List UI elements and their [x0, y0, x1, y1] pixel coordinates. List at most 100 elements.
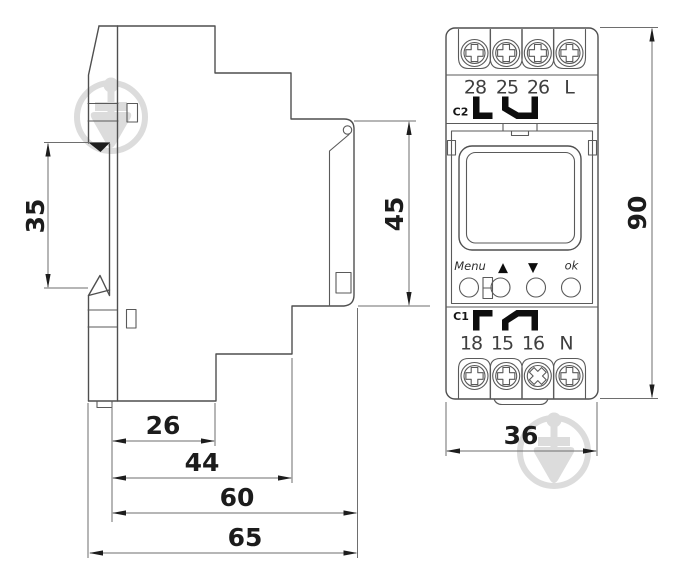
- dim-lines: [111, 403, 216, 522]
- lcd-display-screen: [465, 151, 576, 244]
- contact-symbol-icon: [502, 310, 538, 331]
- screw-terminal-icon: [492, 38, 521, 68]
- terminal-slot: [489, 357, 523, 400]
- front-flap-pivot-hole: [342, 125, 353, 135]
- contact-group-label: C1: [453, 310, 469, 323]
- terminal-slot: [521, 357, 555, 400]
- dim-arrow: [406, 121, 412, 135]
- dim-arrow: [649, 384, 655, 399]
- screw-terminal-icon: [523, 38, 552, 68]
- dim-arrow: [406, 292, 412, 306]
- screw-terminal-icon: [460, 361, 489, 391]
- terminal-block-top: [457, 28, 587, 70]
- dim-arrow: [112, 438, 126, 444]
- dim-arrow: [201, 438, 215, 444]
- dimension-45: 45: [354, 120, 430, 307]
- control-buttons: Menu ▲ ▼ ok: [454, 259, 582, 300]
- contact-symbol-icon: [502, 96, 538, 119]
- side-view-outline: [87, 25, 355, 402]
- watermark-drop: [533, 447, 575, 483]
- terminal-slot: [457, 28, 492, 70]
- dim-26-label: 26: [146, 411, 181, 440]
- dim-lines: [113, 308, 358, 558]
- front-view: 28 25 26 L C2 Menu ▲ ▼ ok C1 18: [445, 27, 599, 406]
- side-latch-left: [446, 139, 457, 156]
- dim-arrow: [446, 448, 460, 454]
- watermark-logo-icon: [74, 77, 148, 154]
- dimension-90: 90: [600, 27, 658, 399]
- dim-arrow: [45, 142, 51, 157]
- screw-terminal-icon: [492, 361, 521, 391]
- terminal-slot: [552, 357, 587, 400]
- terminal-slot: [489, 28, 523, 70]
- terminal-labels-top: 28 25 26 L C2: [453, 77, 576, 119]
- terminal-label: 16: [522, 333, 544, 355]
- side-latch-right: [587, 139, 598, 156]
- side-view: [87, 25, 355, 409]
- terminal-slot: [552, 28, 587, 70]
- rear-block-top-lines: [87, 102, 119, 122]
- terminal-label: 26: [527, 77, 549, 99]
- cover-latch-tab-inner: [510, 130, 530, 137]
- dim-arrow: [45, 274, 51, 288]
- screw-terminal-icon: [523, 361, 552, 391]
- dimensions: 35 45 26 44 60: [21, 27, 658, 558]
- screw-terminal-icon: [555, 38, 584, 68]
- dim-arrow: [112, 475, 126, 481]
- dim-35-label: 35: [21, 199, 50, 234]
- rear-latch-window-bottom: [125, 308, 137, 329]
- dim-arrow: [583, 448, 597, 454]
- dim-arrow: [649, 27, 655, 42]
- dimension-26: 26: [111, 403, 216, 522]
- dimension-65: 65: [87, 403, 358, 558]
- lcd-display-bezel: [458, 145, 582, 251]
- terminal-label: 25: [496, 77, 518, 99]
- dim-lines: [445, 402, 598, 456]
- terminal-label: N: [559, 333, 572, 355]
- terminal-label: 18: [460, 333, 482, 355]
- dim-lines: [600, 27, 658, 399]
- dim-60-label: 60: [220, 483, 255, 512]
- dimension-60: 60: [112, 308, 358, 558]
- front-flap-edge: [328, 133, 350, 307]
- watermark-crossbar: [95, 102, 127, 111]
- dim-36-label: 36: [504, 421, 539, 450]
- din-clip-bottom-spring: [87, 274, 111, 297]
- down-button: [525, 277, 547, 298]
- dim-44-label: 44: [185, 448, 220, 477]
- dim-arrow: [343, 550, 358, 556]
- watermark-knob: [546, 412, 562, 428]
- terminal-slot: [457, 357, 492, 400]
- dim-arrow: [112, 510, 126, 516]
- down-arrow-icon: ▼: [528, 261, 538, 276]
- watermark-knob: [103, 77, 119, 93]
- side-view-rear-edge-top: [87, 25, 100, 144]
- dimension-36: 36: [445, 402, 598, 456]
- screw-terminal-icon: [555, 361, 584, 391]
- front-flap-latch: [335, 271, 352, 294]
- dim-lines: [44, 142, 110, 289]
- dim-45-label: 45: [380, 197, 409, 232]
- terminal-labels-bottom: C1 18 15 16 N: [453, 310, 574, 355]
- terminal-label: 28: [464, 77, 486, 99]
- screw-terminal-icon: [460, 38, 489, 68]
- dim-65-label: 65: [228, 523, 263, 552]
- dim-arrow: [278, 475, 292, 481]
- din-clip-top-notch: [88, 142, 110, 152]
- up-arrow-icon: ▲: [498, 261, 508, 276]
- dimension-35: 35: [21, 142, 110, 289]
- watermark-crossbar: [538, 437, 570, 446]
- dim-lines: [87, 403, 356, 558]
- terminal-slot: [521, 28, 555, 70]
- bottom-center-tab: [493, 398, 549, 406]
- dim-90-label: 90: [623, 196, 652, 231]
- cover-latch-tab: [502, 122, 538, 132]
- menu-button: [458, 277, 480, 298]
- menu-button-label: Menu: [454, 259, 486, 273]
- dimension-44: 44: [112, 358, 293, 483]
- terminal-block-bottom: [457, 357, 587, 400]
- up-button: [490, 277, 511, 298]
- contact-group-label: C2: [453, 106, 469, 119]
